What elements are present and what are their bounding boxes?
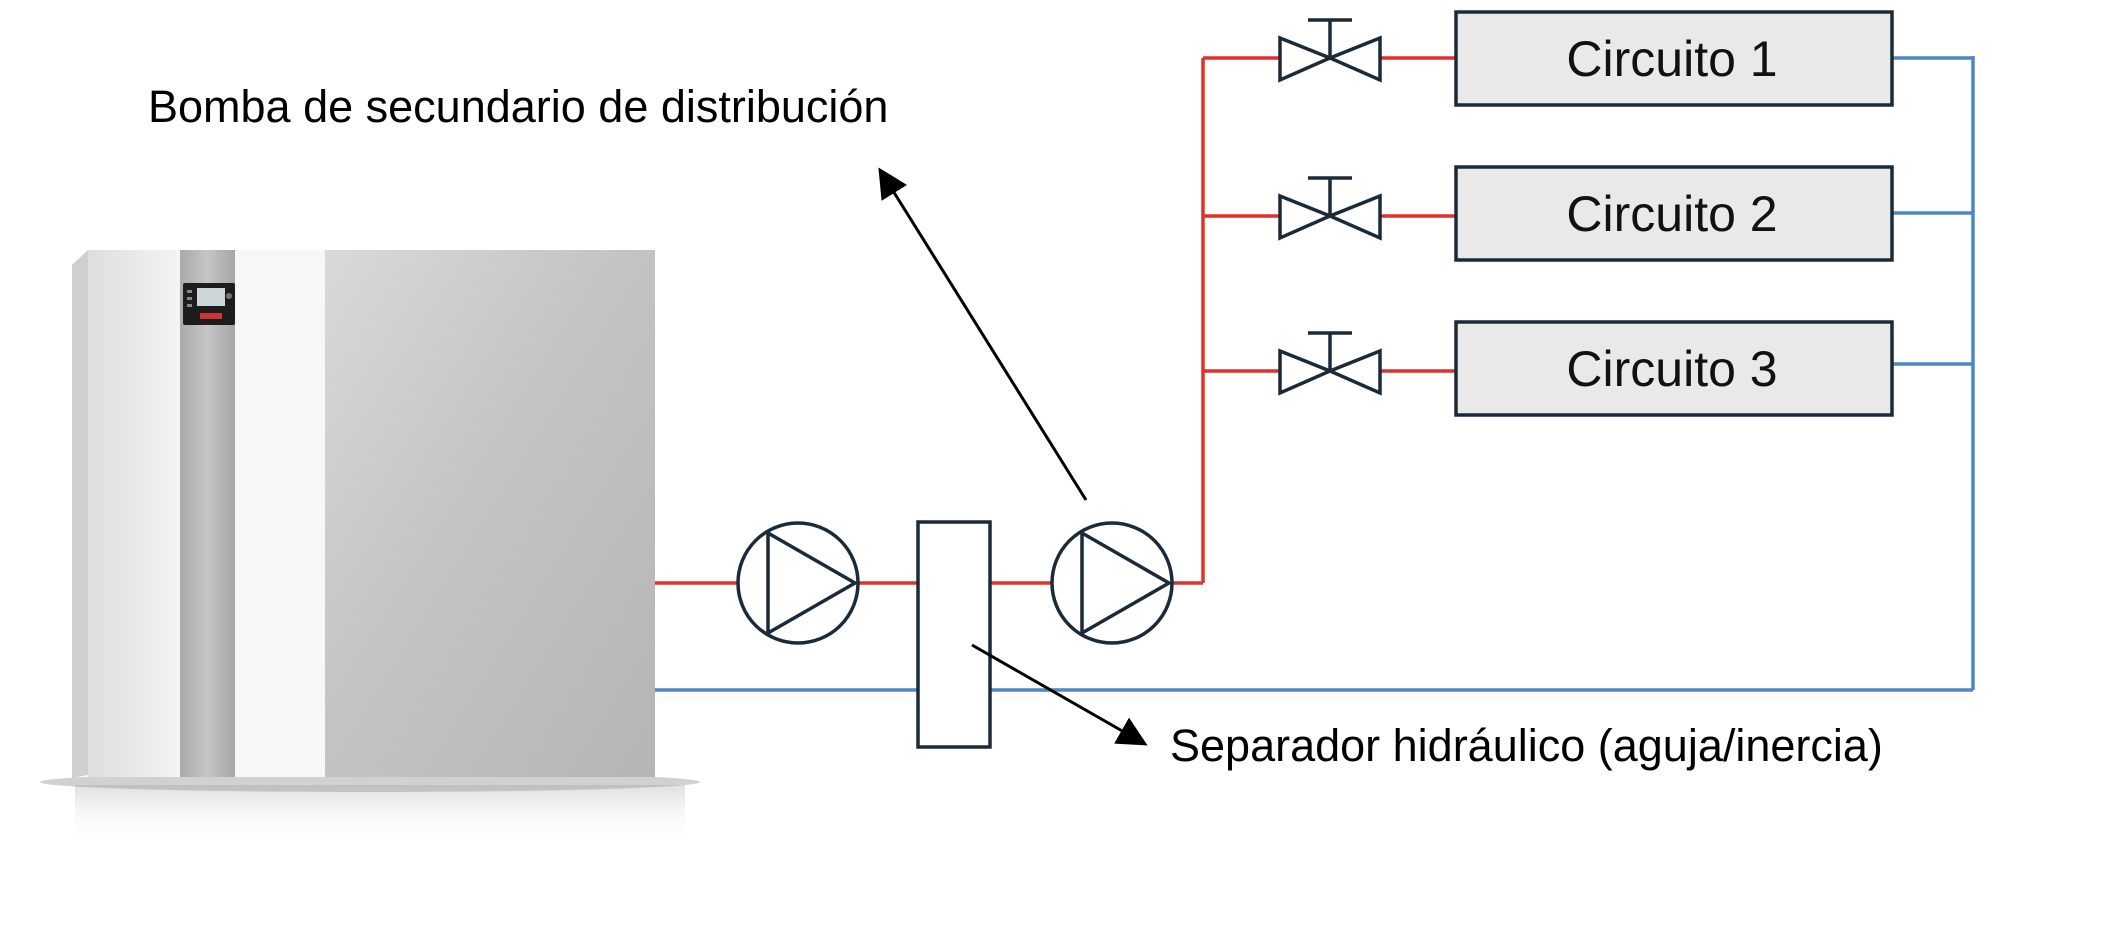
supply-pipes <box>655 56 1456 585</box>
unit-front-left <box>88 250 180 777</box>
circuit-box-3: Circuito 3 <box>1454 320 1894 417</box>
circuit-box-1: Circuito 1 <box>1454 10 1894 107</box>
circuit-label-1: Circuito 1 <box>1566 31 1777 87</box>
separator-callout-label: Separador hidráulico (aguja/inercia) <box>1170 720 1883 771</box>
unit-white-band <box>235 250 325 777</box>
unit-gray-panel <box>325 250 655 777</box>
secondary-pump-icon <box>1050 521 1174 645</box>
circuit-box-2: Circuito 2 <box>1454 165 1894 262</box>
separator-callout-arrow <box>971 643 1148 746</box>
heat-pump-unit <box>40 250 700 845</box>
valve-icon-3 <box>1278 331 1382 396</box>
circuit-label-2: Circuito 2 <box>1566 186 1777 242</box>
control-display <box>183 283 235 325</box>
circuit-label-3: Circuito 3 <box>1566 341 1777 397</box>
valve-icon-2 <box>1278 176 1382 241</box>
pump-callout-arrow <box>878 167 1088 501</box>
return-pipes <box>655 56 1975 692</box>
valve-icon-1 <box>1278 18 1382 83</box>
pump-callout-label: Bomba de secundario de distribución <box>148 81 888 132</box>
unit-side <box>72 250 88 778</box>
hydraulic-separator <box>916 520 992 749</box>
unit-metal-strip <box>180 250 235 777</box>
primary-pump-icon <box>736 521 860 645</box>
unit-reflection <box>75 785 685 845</box>
